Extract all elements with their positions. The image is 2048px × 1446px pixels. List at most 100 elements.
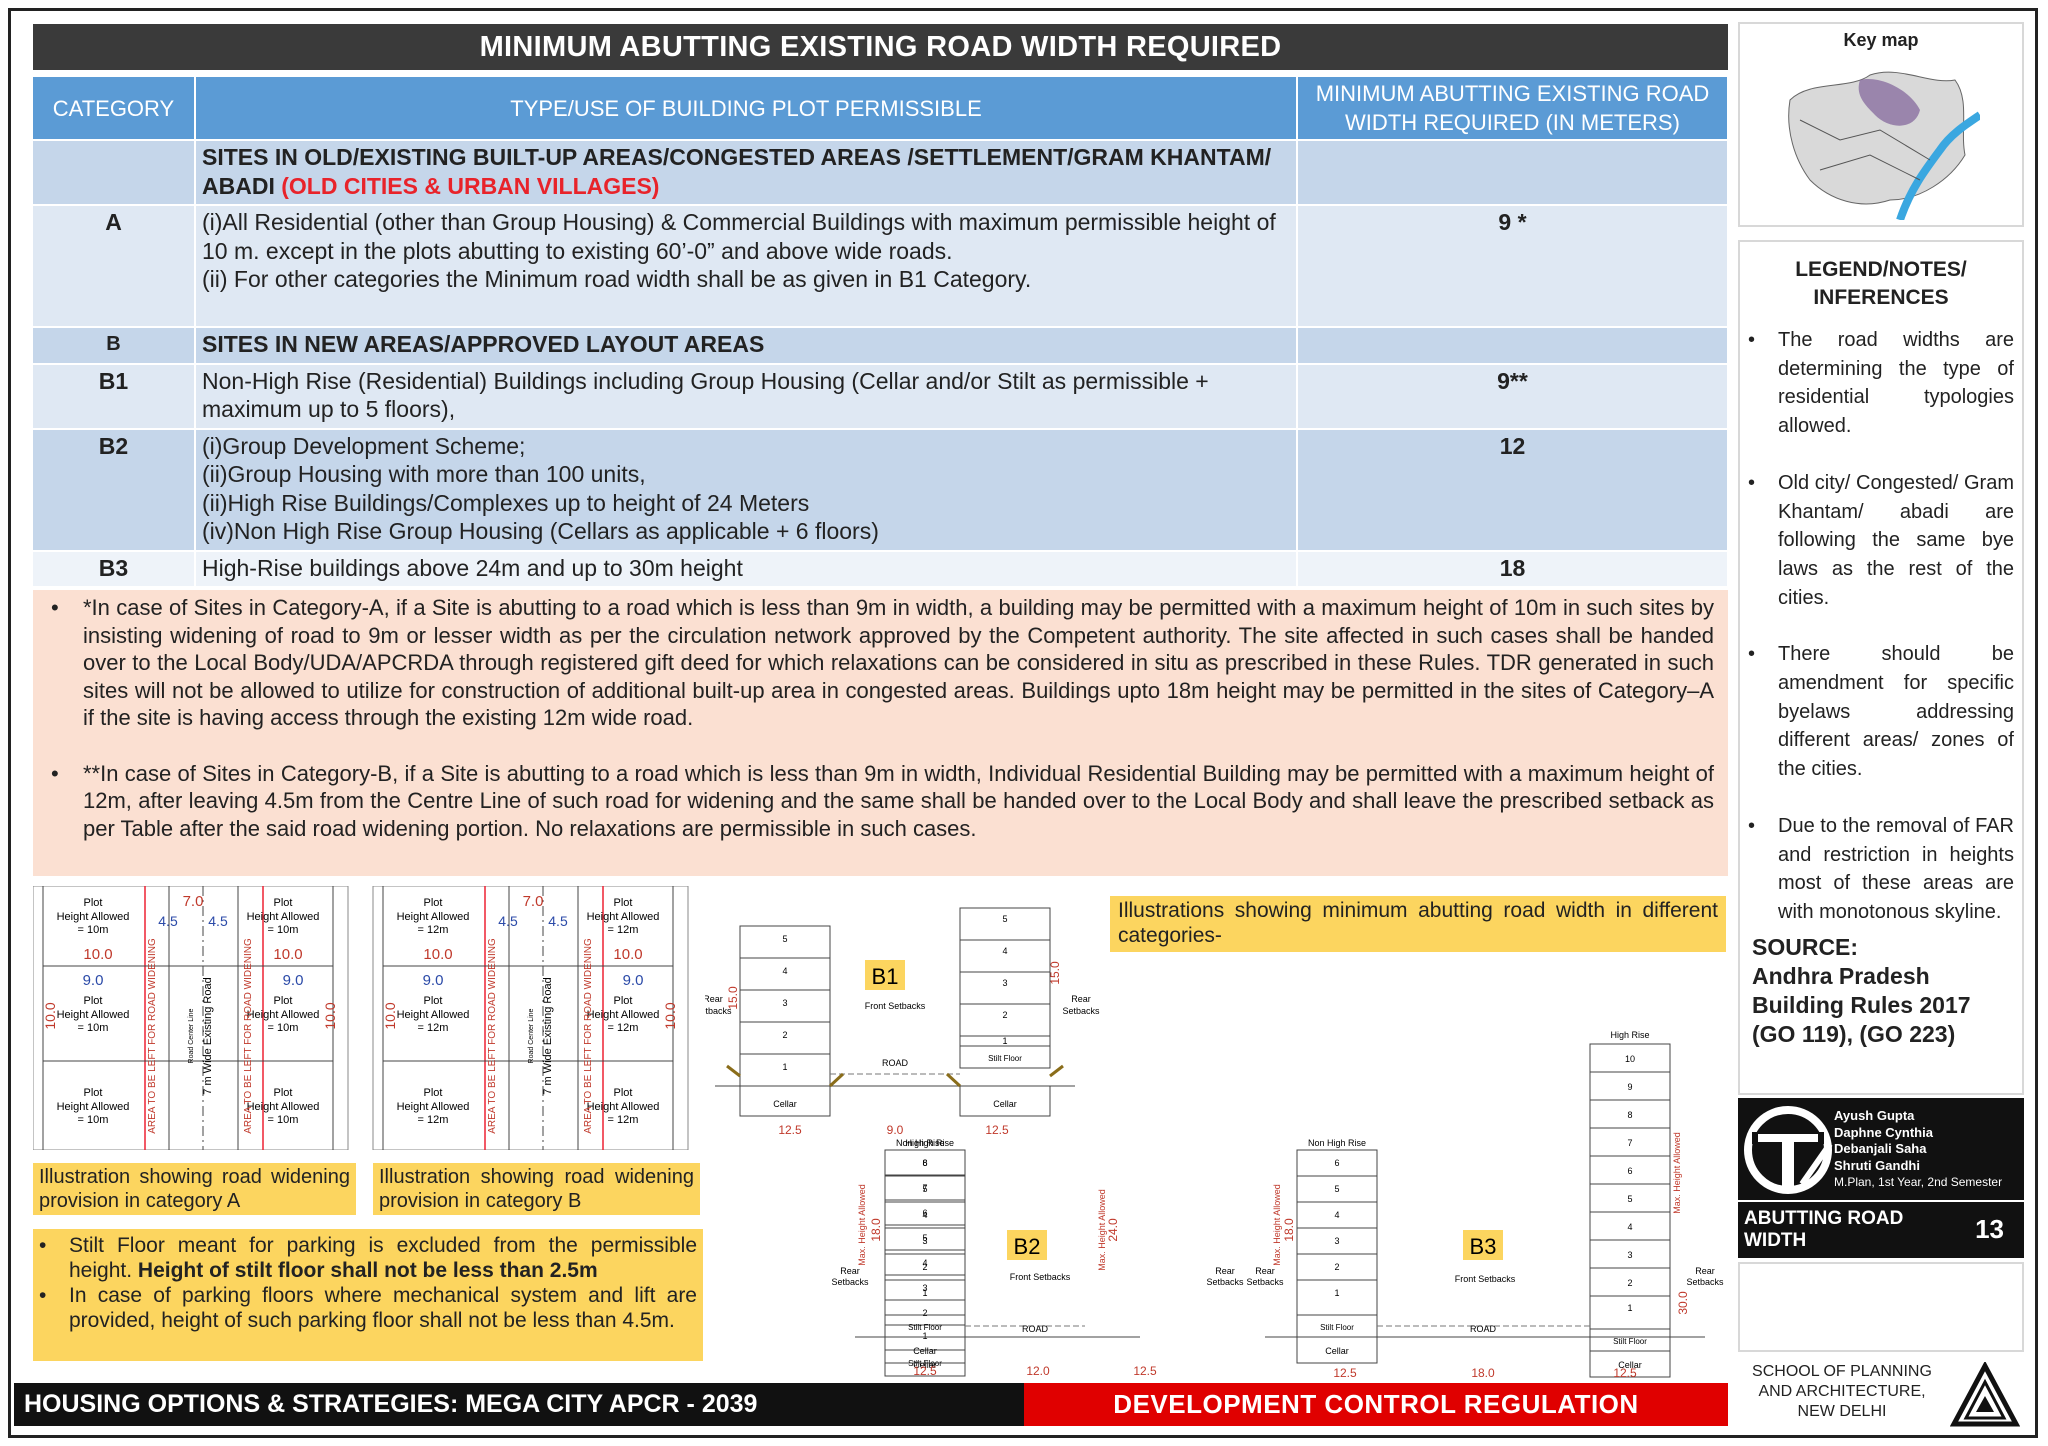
row-text: (ii)Group Housing with more than 100 uni… — [202, 461, 646, 487]
plot-height-val: = 12m — [418, 924, 449, 936]
dim-half: 4.5 — [208, 913, 228, 929]
road-label: 7 m Wide Existing Road — [202, 977, 214, 1094]
school-logo-icon — [1950, 1362, 2020, 1427]
svg-text:2: 2 — [782, 1030, 787, 1040]
svg-text:Setbacks: Setbacks — [831, 1277, 869, 1287]
svg-text:5: 5 — [1002, 914, 1007, 924]
widen-label: AREA TO BE LEFT FOR ROAD WIDENING — [147, 938, 158, 1134]
row-value: 18 — [1297, 549, 1729, 586]
svg-text:15.0: 15.0 — [726, 986, 740, 1010]
svg-text:3: 3 — [1627, 1250, 1632, 1260]
plot-label: Plot — [614, 897, 633, 909]
plot-height: Height Allowed — [57, 911, 130, 923]
svg-text:Rear: Rear — [1215, 1266, 1235, 1276]
section-b3-label: B3 — [1470, 1234, 1497, 1259]
plot-label: Plot — [424, 897, 443, 909]
key-map: Key map — [1738, 22, 2024, 227]
legend-panel: LEGEND/NOTES/ INFERENCES •The road width… — [1738, 240, 2024, 1095]
svg-text:4: 4 — [922, 1210, 927, 1220]
legend-title: LEGEND/NOTES/ INFERENCES — [1795, 258, 1967, 309]
header-width: MINIMUM ABUTTING EXISTING ROAD WIDTH REQ… — [1297, 77, 1729, 140]
plot-label: Plot — [424, 1087, 443, 1099]
source-label: SOURCE: — [1752, 933, 1859, 960]
svg-text:3: 3 — [1334, 1236, 1339, 1246]
dim-half: 4.5 — [498, 913, 518, 929]
header-category: CATEGORY — [33, 77, 196, 140]
footer-project-title: HOUSING OPTIONS & STRATEGIES: MEGA CITY … — [14, 1383, 1024, 1426]
row-cat: B3 — [33, 549, 196, 586]
svg-text:Setbacks: Setbacks — [705, 1006, 732, 1016]
svg-text:Max. Height Allowed: Max. Height Allowed — [857, 1184, 867, 1266]
plot-height: Height Allowed — [397, 911, 470, 923]
table-row: B3 High-Rise buildings above 24m and up … — [33, 549, 1729, 586]
plot-label: Plot — [614, 1087, 633, 1099]
plot-height: Height Allowed — [397, 1009, 470, 1021]
svg-text:12.5: 12.5 — [1613, 1366, 1637, 1380]
row-text: Non-High Rise (Residential) Buildings in… — [195, 362, 1298, 429]
svg-text:5: 5 — [1334, 1184, 1339, 1194]
widen-label: AREA TO BE LEFT FOR ROAD WIDENING — [487, 938, 498, 1134]
plot-height: Height Allowed — [57, 1009, 130, 1021]
svg-text:5: 5 — [782, 934, 787, 944]
section-a-title: SITES IN OLD/EXISTING BUILT-UP AREAS/CON… — [202, 144, 1272, 199]
svg-text:High Rise: High Rise — [905, 1138, 944, 1148]
dim-10: 10.0 — [273, 946, 302, 963]
road-label: 7 m Wide Existing Road — [542, 977, 554, 1094]
svg-text:4: 4 — [1002, 946, 1007, 956]
plot-height-val: = 12m — [418, 1022, 449, 1034]
svg-text:Non High Rise: Non High Rise — [896, 1138, 954, 1148]
plot-height-val: = 10m — [78, 924, 109, 936]
source-text: Andhra Pradesh Building Rules 2017 (GO 1… — [1752, 962, 1971, 1047]
table-row: B2 (i)Group Development Scheme; (ii)Grou… — [33, 427, 1729, 551]
centre-label: Road Center Line — [188, 1008, 195, 1063]
svg-text:1: 1 — [1627, 1303, 1632, 1313]
row-value: 9** — [1297, 362, 1729, 429]
plot-label: Plot — [274, 1087, 293, 1099]
plot-height-val: = 10m — [268, 1022, 299, 1034]
key-map-title: Key map — [1843, 30, 1919, 50]
page-frame — [8, 8, 2038, 1438]
svg-text:ROAD: ROAD — [1022, 1324, 1049, 1334]
svg-text:18.0: 18.0 — [1471, 1366, 1495, 1380]
svg-text:1: 1 — [1334, 1288, 1339, 1298]
svg-text:8: 8 — [922, 1158, 927, 1168]
svg-text:18.0: 18.0 — [1282, 1218, 1296, 1242]
header-type: TYPE/USE OF BUILDING PLOT PERMISSIBLE — [195, 77, 1298, 140]
caption-illustration-a: Illustration showing road widening provi… — [33, 1163, 356, 1215]
svg-text:5: 5 — [922, 1233, 927, 1243]
row-cat: A — [33, 204, 196, 327]
dim-10-side: 10.0 — [382, 1002, 398, 1029]
svg-text:1: 1 — [922, 1288, 927, 1298]
row-text: (ii) For other categories the Minimum ro… — [202, 266, 1032, 292]
plot-height-val: = 12m — [608, 924, 639, 936]
row-value: 12 — [1297, 427, 1729, 551]
plot-height-val: = 12m — [418, 1114, 449, 1126]
sheet-number: 13 — [1975, 1214, 2004, 1244]
table-row: B1 Non-High Rise (Residential) Buildings… — [33, 362, 1729, 429]
plot-height: Height Allowed — [57, 1101, 130, 1113]
stilt-note: •Stilt Floor meant for parking is exclud… — [39, 1234, 697, 1282]
svg-text:ROAD: ROAD — [882, 1058, 909, 1068]
sheet-title: ABUTTING ROAD WIDTH — [1744, 1208, 1904, 1251]
plot-height: Height Allowed — [247, 1101, 320, 1113]
caption-illustration-b: Illustration showing road widening provi… — [373, 1163, 700, 1215]
school-name: SCHOOL OF PLANNING AND ARCHITECTURE, NEW… — [1752, 1363, 1932, 1420]
plot-height-val: = 12m — [608, 1114, 639, 1126]
svg-text:8: 8 — [1627, 1110, 1632, 1120]
plot-illustrations: Plot Height Allowed = 10m Plot Height Al… — [33, 886, 689, 1150]
row-cat: B1 — [33, 362, 196, 429]
svg-text:30.0: 30.0 — [1676, 1291, 1690, 1315]
road-width-table: CATEGORY TYPE/USE OF BUILDING PLOT PERMI… — [33, 77, 1729, 586]
svg-text:Cellar: Cellar — [773, 1099, 797, 1109]
svg-text:Stilt Floor: Stilt Floor — [908, 1323, 942, 1332]
footer-section-title: DEVELOPMENT CONTROL REGULATION — [1024, 1383, 1728, 1426]
svg-text:12.5: 12.5 — [913, 1364, 937, 1378]
sheet-label: ABUTTING ROAD WIDTH 13 — [1738, 1202, 2024, 1258]
svg-text:Front Setbacks: Front Setbacks — [1010, 1272, 1071, 1282]
svg-text:15.0: 15.0 — [1048, 961, 1062, 985]
row-cat: B2 — [33, 427, 196, 551]
svg-text:5: 5 — [922, 1184, 927, 1194]
section-b2-label: B2 — [1014, 1234, 1041, 1259]
section-drawings-lower: Non High Rise 6 5 4 3 2 1 Stilt Floor Ce… — [831, 1138, 1724, 1380]
plot-height-val: = 10m — [78, 1022, 109, 1034]
